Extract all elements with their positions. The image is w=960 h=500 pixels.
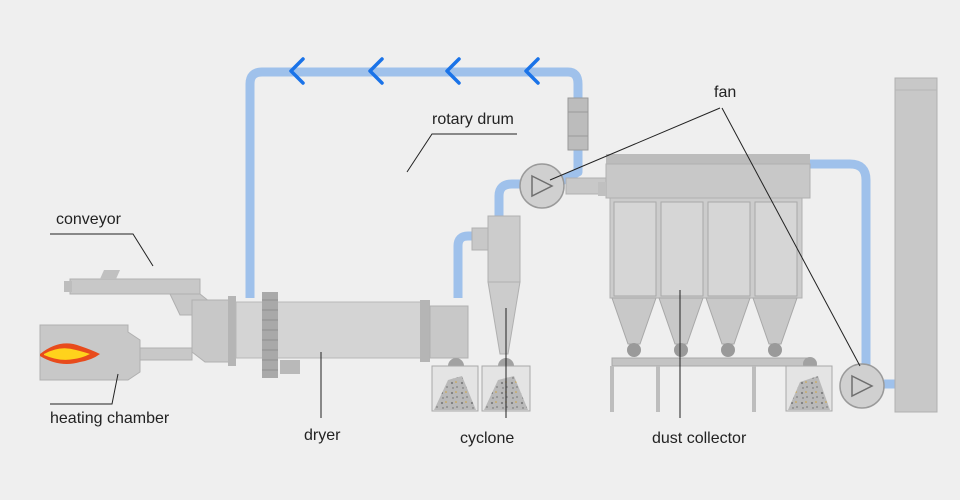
- leader-lines: [50, 107, 861, 418]
- chevron-left-icon: [368, 57, 384, 85]
- label-conveyor: conveyor: [56, 211, 122, 228]
- leader-fan-1: [549, 107, 721, 181]
- cyclone-to-fan-duct: [494, 179, 522, 218]
- labels: rotary drum fan conveyor heating chamber…: [50, 84, 747, 447]
- fan-arrow-icon: [531, 174, 554, 198]
- label-cyclone: cyclone: [460, 430, 514, 447]
- leader-rotary-drum: [406, 133, 517, 173]
- fan-1: [519, 163, 607, 209]
- chevron-left-icon: [289, 57, 305, 85]
- damper: [567, 97, 589, 151]
- fan-arrow-icon: [851, 374, 874, 398]
- chevron-left-icon: [524, 57, 540, 85]
- fan-2: [839, 363, 885, 409]
- cyclone-inlet-duct: [453, 231, 486, 298]
- cyclone: [471, 215, 521, 355]
- chevron-left-icon: [445, 57, 461, 85]
- dryer-discharge-bin: [431, 358, 479, 412]
- duct-system: [245, 67, 898, 389]
- label-fan: fan: [714, 84, 736, 101]
- collector-to-fan-duct: [810, 159, 871, 374]
- label-dryer: dryer: [304, 427, 341, 444]
- dust-collector: [598, 154, 811, 412]
- label-heating-chamber: heating chamber: [50, 410, 170, 427]
- flame-icon: [40, 343, 100, 364]
- flow-arrows: [289, 57, 540, 85]
- hopper-valves: [627, 343, 782, 357]
- collector-discharge-bin: [785, 357, 833, 412]
- return-duct: [245, 67, 583, 298]
- label-rotary-drum: rotary drum: [432, 111, 514, 128]
- rotary-drum-dryer: [191, 292, 469, 378]
- hoppers: [611, 297, 798, 345]
- leader-heating-chamber: [50, 373, 119, 405]
- label-dust-collector: dust collector: [652, 430, 747, 447]
- exhaust-stack: [894, 77, 938, 413]
- leader-fan-2: [721, 107, 861, 367]
- leader-conveyor: [50, 233, 154, 267]
- heating-chamber: [39, 324, 193, 381]
